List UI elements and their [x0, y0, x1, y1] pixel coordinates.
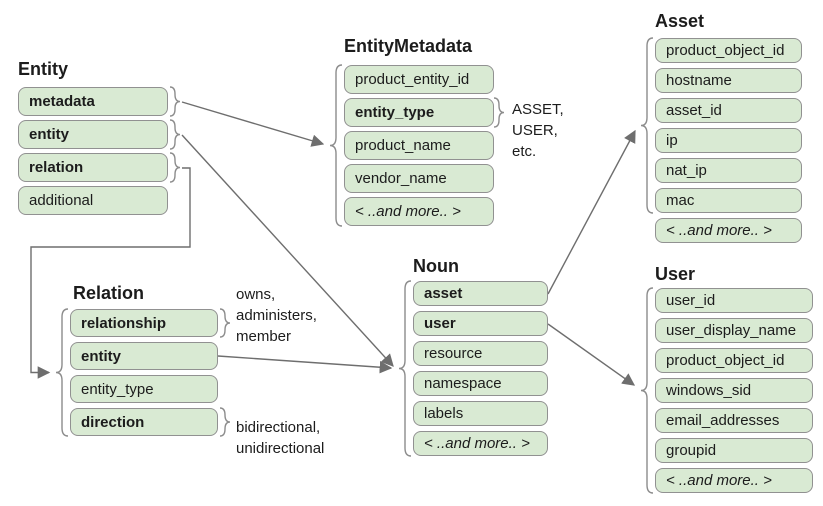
- user-field-groupid: groupid: [655, 438, 813, 463]
- entitymetadata-field-entity-type: entity_type: [344, 98, 494, 127]
- relation-table: Relation relationship entity entity_type…: [70, 281, 218, 441]
- noun-table-title: Noun: [413, 256, 459, 276]
- entity-metadata-row-brace-icon: [169, 86, 181, 117]
- arrow-metadata-to-entitymetadata: [181, 101, 325, 147]
- entitymetadata-field-vendor-name: vendor_name: [344, 164, 494, 193]
- asset-field-product-object-id: product_object_id: [655, 38, 802, 63]
- entitymetadata-table: EntityMetadata product_entity_id entity_…: [344, 34, 494, 230]
- entitymetadata-table-title: EntityMetadata: [344, 36, 473, 56]
- relation-field-direction: direction: [70, 408, 218, 436]
- relation-table-title: Relation: [73, 283, 145, 303]
- entitymetadata-field-product-entity-id: product_entity_id: [344, 65, 494, 94]
- entity-relation-row-brace-icon: [169, 152, 181, 183]
- entitymetadata-field-product-name: product_name: [344, 131, 494, 160]
- entity-table: Entity metadata entity relation addition…: [18, 57, 168, 219]
- direction-examples-annotation: bidirectional, unidirectional: [236, 419, 325, 457]
- user-left-brace-icon: [640, 287, 654, 494]
- relation-left-brace-icon: [55, 308, 69, 437]
- relation-field-entity-type: entity_type: [70, 375, 218, 403]
- asset-table: Asset product_object_id hostname asset_i…: [655, 9, 802, 248]
- user-field-windows-sid: windows_sid: [655, 378, 813, 403]
- noun-field-user: user: [413, 311, 548, 336]
- user-field-user-id: user_id: [655, 288, 813, 313]
- asset-field-ip: ip: [655, 128, 802, 153]
- user-field-product-object-id: product_object_id: [655, 348, 813, 373]
- entity-type-examples-annotation: ASSET, USER, etc.: [512, 101, 564, 160]
- asset-field-asset-id: asset_id: [655, 98, 802, 123]
- relation-field-relationship: relationship: [70, 309, 218, 337]
- entity-field-additional: additional: [18, 186, 168, 215]
- noun-field-labels: labels: [413, 401, 548, 426]
- noun-table: Noun asset user resource namespace label…: [413, 254, 548, 461]
- user-table: User user_id user_display_name product_o…: [655, 262, 813, 498]
- asset-table-title: Asset: [655, 11, 705, 31]
- user-field-and-more: < ..and more.. >: [655, 468, 813, 493]
- asset-field-mac: mac: [655, 188, 802, 213]
- entity-entity-row-brace-icon: [169, 119, 181, 150]
- entitymetadata-entitytype-row-brace-icon: [493, 97, 505, 128]
- entity-field-relation: relation: [18, 153, 168, 182]
- noun-field-resource: resource: [413, 341, 548, 366]
- noun-field-and-more: < ..and more.. >: [413, 431, 548, 456]
- arrow-relation-entity-to-noun: [217, 355, 393, 374]
- entity-field-entity: entity: [18, 120, 168, 149]
- asset-field-and-more: < ..and more.. >: [655, 218, 802, 243]
- user-field-email-addresses: email_addresses: [655, 408, 813, 433]
- entitymetadata-field-and-more: < ..and more.. >: [344, 197, 494, 226]
- asset-field-hostname: hostname: [655, 68, 802, 93]
- entity-table-title: Entity: [18, 59, 69, 79]
- user-field-user-display-name: user_display_name: [655, 318, 813, 343]
- entity-field-metadata: metadata: [18, 87, 168, 116]
- noun-field-namespace: namespace: [413, 371, 548, 396]
- noun-left-brace-icon: [398, 280, 412, 457]
- relationship-examples-annotation: owns, administers, member: [236, 286, 317, 345]
- user-table-title: User: [655, 264, 696, 284]
- relation-relationship-row-brace-icon: [219, 308, 231, 338]
- noun-field-asset: asset: [413, 281, 548, 306]
- asset-left-brace-icon: [640, 37, 654, 214]
- relation-direction-row-brace-icon: [219, 407, 231, 437]
- relation-field-entity: entity: [70, 342, 218, 370]
- arrow-noun-user-to-user: [547, 323, 636, 386]
- asset-field-nat-ip: nat_ip: [655, 158, 802, 183]
- entitymetadata-left-brace-icon: [329, 64, 343, 227]
